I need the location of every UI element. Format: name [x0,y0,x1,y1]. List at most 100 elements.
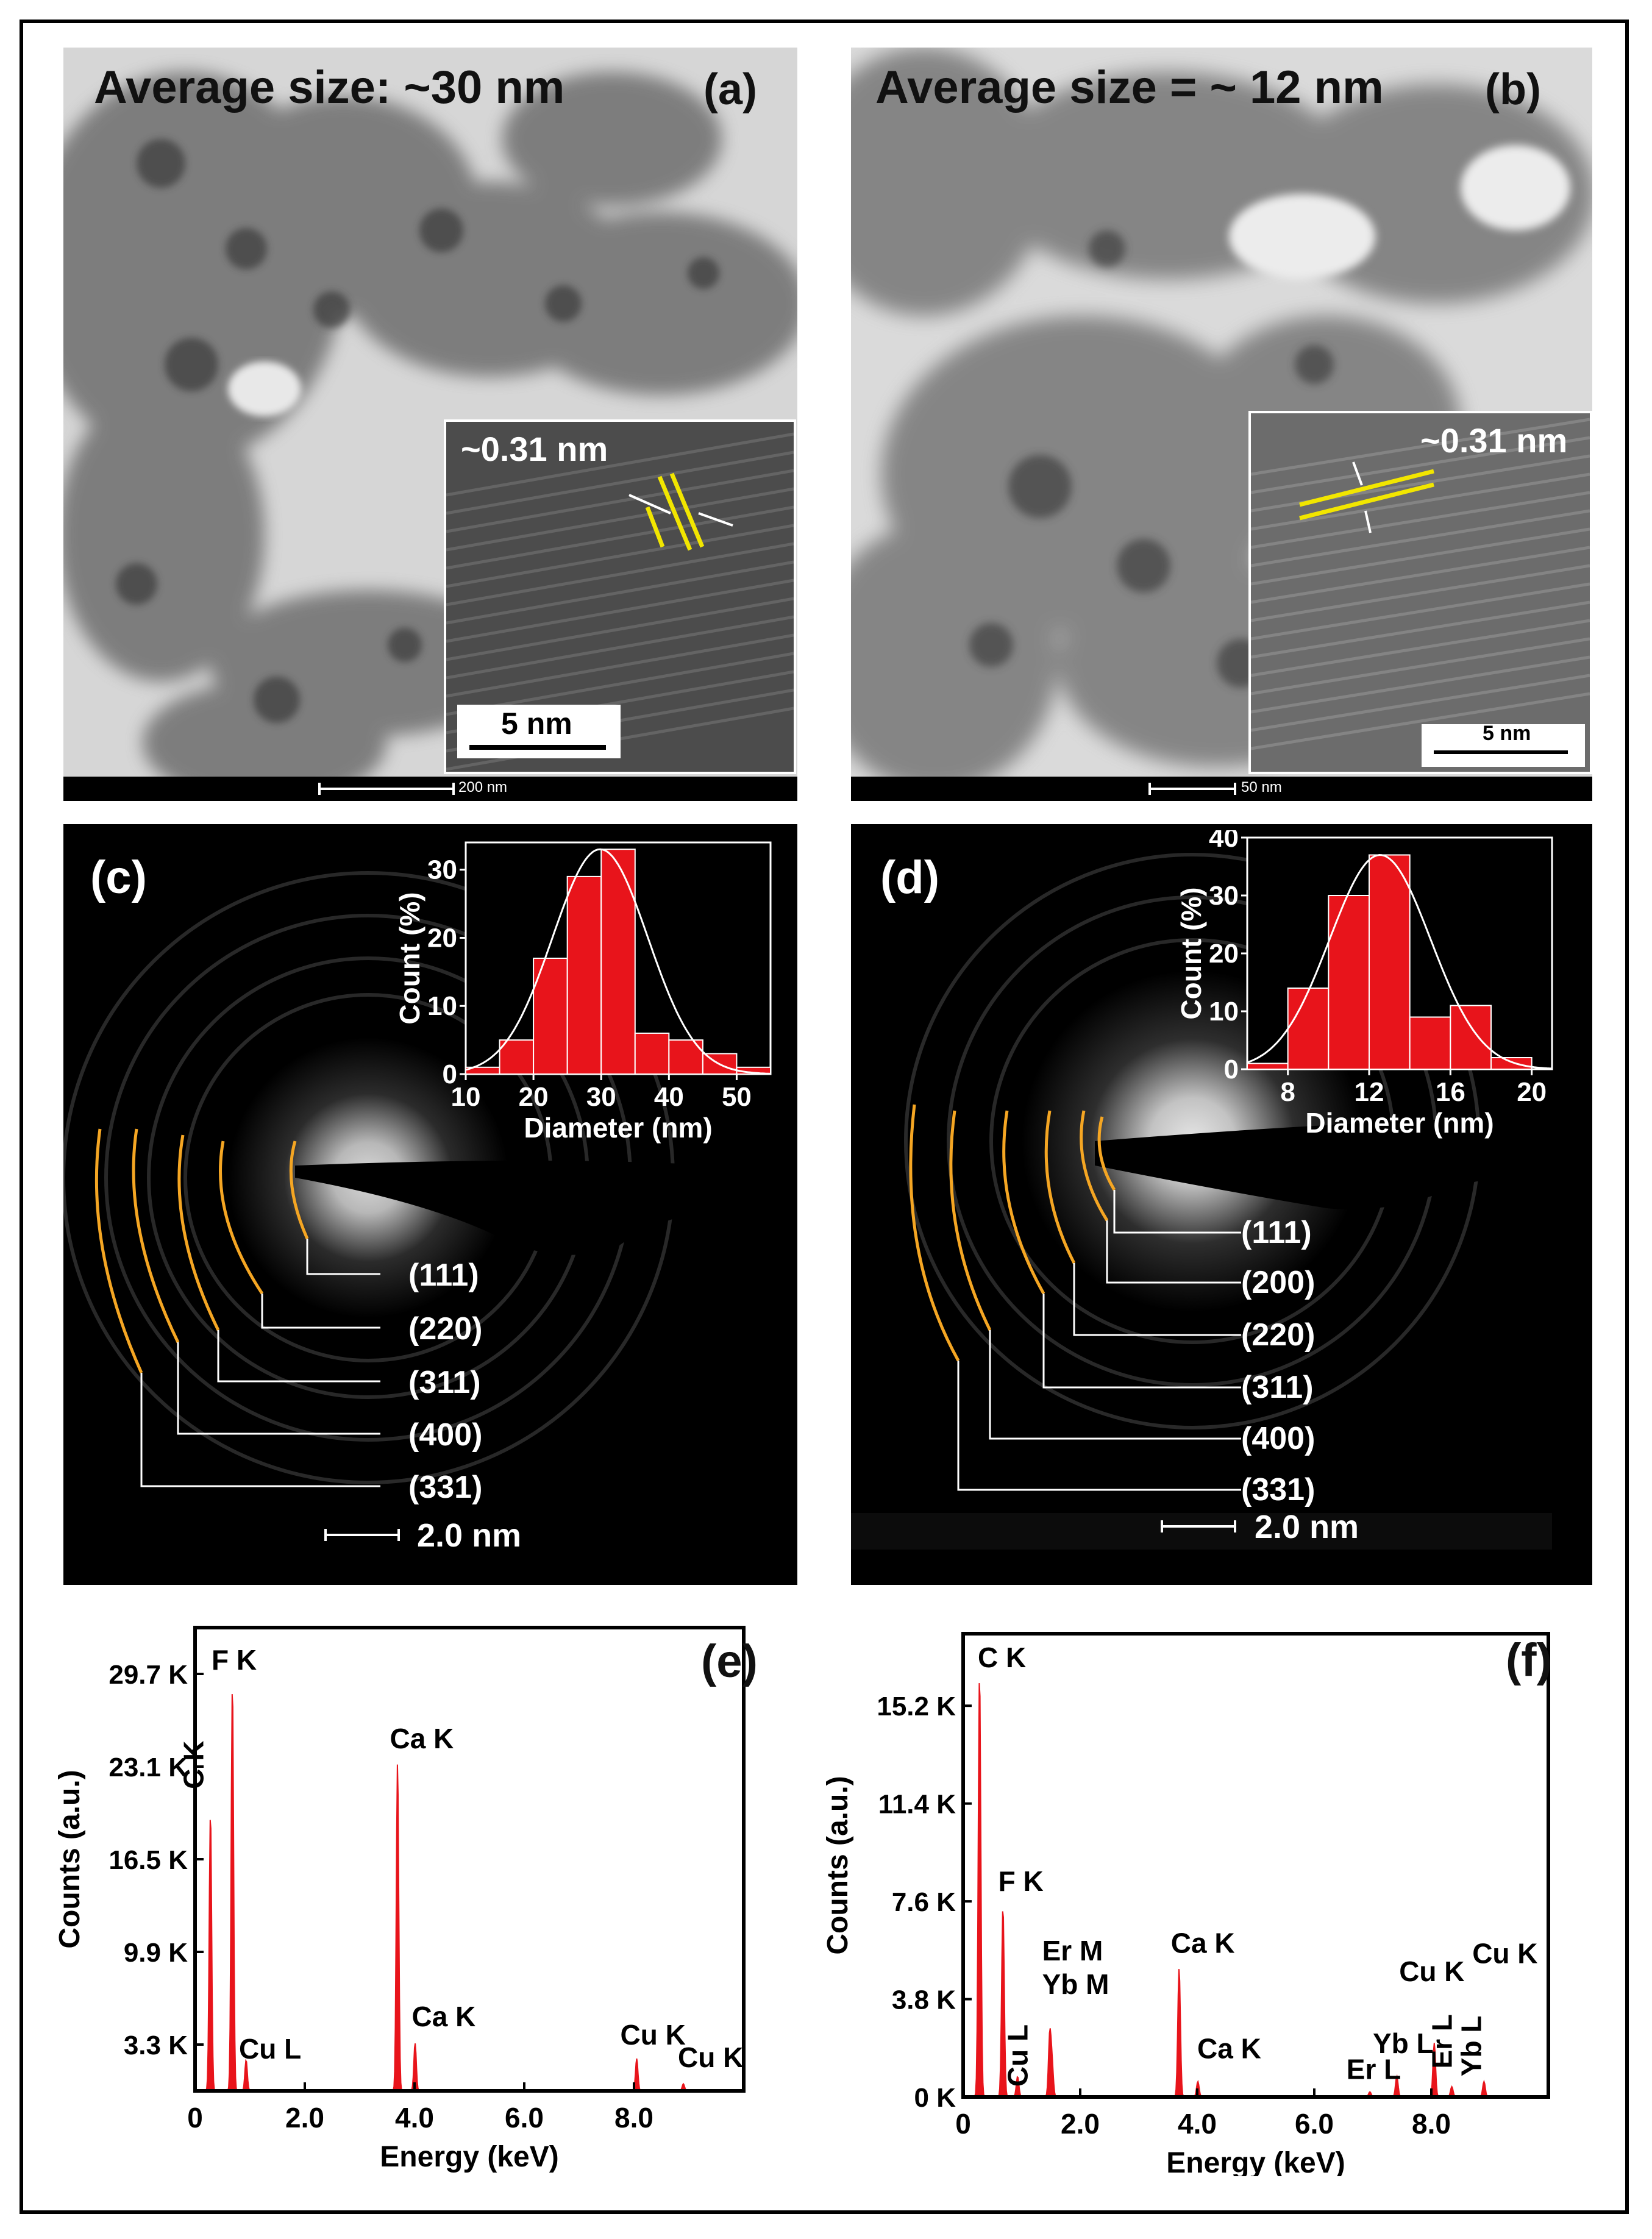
y-tick-label: 3.8 K [892,1985,956,2015]
panel-c-saed: (c) (111) (220) (311) (400) (331) 2.0 nm… [63,824,797,1585]
y-axis-label: Count (%) [1175,887,1207,1019]
panel-b-fringe-spacing: ~0.31 nm [1420,421,1568,460]
panel-c-ring-400: (400) [408,1417,483,1453]
y-tick-label: 11.4 K [878,1790,956,1820]
y-axis-label: Counts (a.u.) [54,1770,86,1948]
panel-a-scale-label: 200 nm [458,779,508,796]
panel-d-ring-311: (311) [1241,1370,1314,1405]
x-tick-label: 2.0 [1061,2108,1100,2140]
peak-label: Cu K [621,2019,686,2051]
panel-e-letter: (e) [701,1636,758,1687]
y-axis-label: Counts (a.u.) [822,1776,854,1954]
x-tick-label: 40 [654,1082,684,1112]
y-tick-label: 15.2 K [877,1692,956,1721]
peak-label: Cu L [1002,2024,1034,2087]
hist-bar [1409,1016,1451,1070]
lattice-fringes-b [1251,413,1590,772]
y-tick-label: 16.5 K [109,1845,188,1875]
x-axis-label: Energy (keV) [380,2141,558,2173]
hist-bar [600,849,636,1075]
y-tick-label: 9.9 K [124,1938,188,1968]
peak-label: Ca K [1197,2033,1261,2065]
hist-bar [1490,1057,1533,1070]
panel-c-ring-220: (220) [408,1311,483,1347]
x-axis-label: Diameter (nm) [1305,1107,1494,1139]
panel-a-fringe-spacing: ~0.31 nm [461,430,608,468]
x-tick-label: 8.0 [1412,2108,1451,2140]
saed-pattern-c [63,824,797,1585]
panel-b-scale-label: 50 nm [1241,779,1282,796]
x-tick-label: 4.0 [1178,2108,1217,2140]
panel-c-letter: (c) [90,852,147,903]
panel-d-ring-331: (331) [1241,1472,1316,1507]
peak-label: Cu K [1399,1956,1464,1987]
panel-b-average-size: Average size = ~ 12 nm [875,62,1384,113]
panel-d-scale-label: 2.0 nm [1255,1509,1359,1545]
peak-label: Cu L [239,2033,301,2065]
panel-d-saed: (d) (111) (200) (220) (311) (400) (331) … [851,824,1592,1585]
x-tick-label: 20 [1517,1077,1547,1107]
x-tick-label: 8 [1280,1077,1295,1107]
peak-label: Er L [1426,2014,1458,2068]
x-tick-label: 30 [586,1082,616,1112]
panel-a-hrtem-inset: ~0.31 nm 5 nm [444,419,796,774]
peak-label: F K [999,1865,1044,1897]
x-tick-label: 20 [519,1082,549,1112]
panel-d-ring-111: (111) [1241,1215,1312,1250]
hist-bar [533,958,568,1075]
peak-label: Ca K [412,2001,476,2032]
panel-a-letter: (a) [703,65,757,114]
y-tick-label: 10 [427,991,457,1021]
hist-bar [1247,1063,1289,1070]
y-axis-label: Count (%) [394,892,425,1024]
x-tick-label: 0 [955,2108,971,2140]
x-tick-label: 50 [722,1082,752,1112]
x-axis-label: Diameter (nm) [524,1112,712,1144]
y-tick-label: 29.7 K [109,1660,188,1690]
edx-plot-frame [961,1632,1550,2099]
y-tick-label: 23.1 K [109,1753,188,1782]
y-tick-label: 20 [1209,939,1239,969]
y-tick-label: 7.6 K [892,1887,956,1917]
panel-c-ring-311: (311) [408,1365,481,1400]
x-tick-label: 2.0 [285,2102,324,2134]
peak-label: Yb L [1373,2027,1434,2059]
panel-a-average-size: Average size: ~30 nm [94,62,565,113]
tem-micrograph-a [63,48,797,801]
panel-a-tem-image: Average size: ~30 nm (a) 200 nm ~0 [63,48,797,801]
panel-a-inset-scale-label: 5 nm [501,707,572,741]
x-tick-label: 6.0 [505,2102,544,2134]
peak-label: F K [212,1644,257,1676]
x-tick-label: 8.0 [614,2102,653,2134]
x-tick-label: 12 [1355,1077,1384,1107]
y-tick-label: 40 [1209,830,1239,853]
peak-label: Er M [1042,1935,1103,1967]
peak-label: Er L [1347,2053,1401,2085]
panel-b-tem-image: Average size = ~ 12 nm (b) 50 nm ~0.31 n… [851,48,1592,801]
y-tick-label: 3.3 K [124,2031,188,2060]
hist-bar [1328,895,1370,1070]
panel-b-hrtem-inset: ~0.31 nm 5 nm [1248,411,1592,774]
x-tick-label: 16 [1436,1077,1465,1107]
panel-b-inset-scale-label: 5 nm [1483,722,1531,745]
gaussian-fit-curve [1247,853,1553,1070]
y-tick-label: 0 [1224,1055,1239,1084]
panel-d-ring-400: (400) [1241,1421,1316,1456]
x-tick-label: 10 [451,1082,481,1112]
panel-d-letter: (d) [880,852,940,903]
lattice-fringes-a [446,422,794,772]
gaussian-fit-curve [465,848,771,1075]
panel-c-scale-label: 2.0 nm [417,1517,522,1554]
y-tick-label: 0 [443,1059,457,1089]
hist-bar [566,875,602,1075]
hist-bar [1369,854,1411,1070]
hist-bar [1450,1005,1492,1070]
peak-label: Ca K [1171,1928,1235,1959]
peak-label: Yb L [1456,2016,1487,2077]
